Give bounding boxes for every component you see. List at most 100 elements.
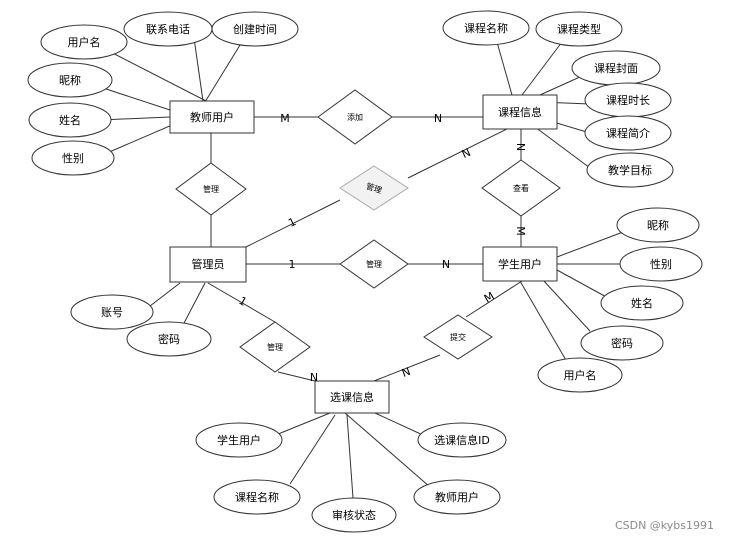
svg-text:课程封面: 课程封面 [594,61,638,75]
watermark-text: CSDN @kybs1991 [615,519,714,532]
svg-text:课程简介: 课程简介 [606,126,650,140]
attr-admin-account: 账号 [70,294,154,330]
card-view-student: M [514,226,527,236]
line-teacher-gender [99,124,173,157]
card-admin-course-1: 1 [286,215,298,230]
svg-text:用户名: 用户名 [68,35,101,49]
attr-teacher-username: 用户名 [40,24,128,60]
entity-admin[interactable]: 管理员 [169,246,247,283]
line-admin-password [182,282,206,326]
relation-submit[interactable]: 提交 [423,314,493,360]
attr-teacher-created: 创建时间 [211,11,299,47]
line-course-cover [539,75,583,96]
line-student-nickname [556,231,624,258]
attr-admin-password: 密码 [126,321,212,357]
svg-text:账号: 账号 [101,306,123,319]
line-teacher-created [204,44,241,103]
entity-course[interactable]: 课程信息 [482,94,558,130]
relation-add-label: 添加 [347,112,363,122]
card-admin-course-n: N [460,146,473,161]
svg-text:审核状态: 审核状态 [332,508,376,522]
connector-lines [96,30,624,499]
entity-admin-label: 管理员 [192,257,225,271]
svg-text:课程名称: 课程名称 [235,490,279,504]
attr-selection-course: 课程名称 [213,479,301,515]
attr-teacher-name: 姓名 [28,102,112,138]
relation-manage-teacher-label: 管理 [203,184,219,194]
entity-teacher-label: 教师用户 [190,110,234,124]
relation-manage-course[interactable]: 管理 [339,165,409,211]
attr-course-cover: 课程封面 [571,50,661,86]
line-teacher-nickname [99,86,171,111]
relation-view-label: 查看 [513,183,529,193]
line-submit-sel [373,354,441,382]
attr-teacher-gender: 性别 [31,140,115,176]
line-admin-manage-sel [207,282,276,323]
svg-text:教师用户: 教师用户 [435,490,479,504]
svg-text:选课信息ID: 选课信息ID [434,433,490,447]
entity-selection-label: 选课信息 [330,390,374,404]
line-sel-teacher [344,412,431,488]
attr-selection-status: 审核状态 [311,497,397,533]
attr-course-name: 课程名称 [442,10,530,46]
attr-course-intro: 课程简介 [584,115,672,151]
svg-text:性别: 性别 [650,257,672,271]
attr-selection-id: 选课信息ID [417,422,507,458]
line-admin-manage-course [245,199,341,248]
relation-manage-course-label: 管理 [365,181,383,195]
attr-student-password: 密码 [580,325,664,361]
relation-manage-student[interactable]: 管理 [339,239,409,289]
svg-text:联系电话: 联系电话 [146,23,190,36]
relation-view[interactable]: 查看 [481,159,561,217]
attr-course-type: 课程类型 [535,11,623,47]
card-student-submit: M [482,289,497,305]
relation-manage-selection-label: 管理 [267,342,283,352]
attr-student-nickname: 昵称 [616,207,700,243]
line-student-submit [465,280,523,318]
attr-course-goal: 教学目标 [586,152,674,188]
relation-manage-teacher[interactable]: 管理 [175,162,247,216]
line-teacher-name [99,116,171,121]
line-manage-course [407,127,510,179]
relation-submit-label: 提交 [450,332,466,342]
attr-course-duration: 课程时长 [584,82,672,118]
svg-text:昵称: 昵称 [647,218,669,232]
relation-manage-student-label: 管理 [366,259,382,269]
relation-add[interactable]: 添加 [317,89,393,145]
svg-text:密码: 密码 [611,336,633,350]
line-sel-status [346,414,354,499]
svg-text:昵称: 昵称 [59,73,81,87]
card-admin-student-1: 1 [289,258,296,271]
relation-manage-selection[interactable]: 管理 [239,321,311,373]
attr-selection-teacher: 教师用户 [413,479,501,515]
attr-teacher-phone: 联系电话 [123,11,213,47]
line-teacher-username [96,44,211,104]
line-student-password [542,279,591,332]
line-course-type [521,37,566,96]
line-admin-account [149,282,181,307]
cardinality-labels: M N 1 N N M 1 N 1 N M N [236,112,527,384]
svg-text:教学目标: 教学目标 [608,163,652,177]
entity-student[interactable]: 学生用户 [482,246,558,282]
svg-text:课程时长: 课程时长 [606,94,650,107]
attr-teacher-nickname: 昵称 [27,62,113,98]
svg-text:课程类型: 课程类型 [557,22,601,36]
attr-selection-student: 学生用户 [195,422,283,458]
card-add-course: N [434,112,442,125]
entity-selection[interactable]: 选课信息 [314,380,390,414]
svg-text:性别: 性别 [62,151,84,165]
attr-student-gender: 性别 [619,246,703,282]
card-teacher-add: M [280,112,290,125]
svg-text:姓名: 姓名 [59,113,81,127]
svg-text:用户名: 用户名 [564,368,597,382]
line-sel-course [289,414,336,485]
line-student-name [556,269,611,300]
svg-text:创建时间: 创建时间 [233,22,277,36]
card-admin-selection-n: N [310,371,318,384]
line-student-username [519,280,568,363]
card-submit-selection: N [400,365,412,380]
entity-teacher[interactable]: 教师用户 [169,100,255,134]
svg-text:学生用户: 学生用户 [217,433,261,447]
entity-student-label: 学生用户 [498,257,542,271]
